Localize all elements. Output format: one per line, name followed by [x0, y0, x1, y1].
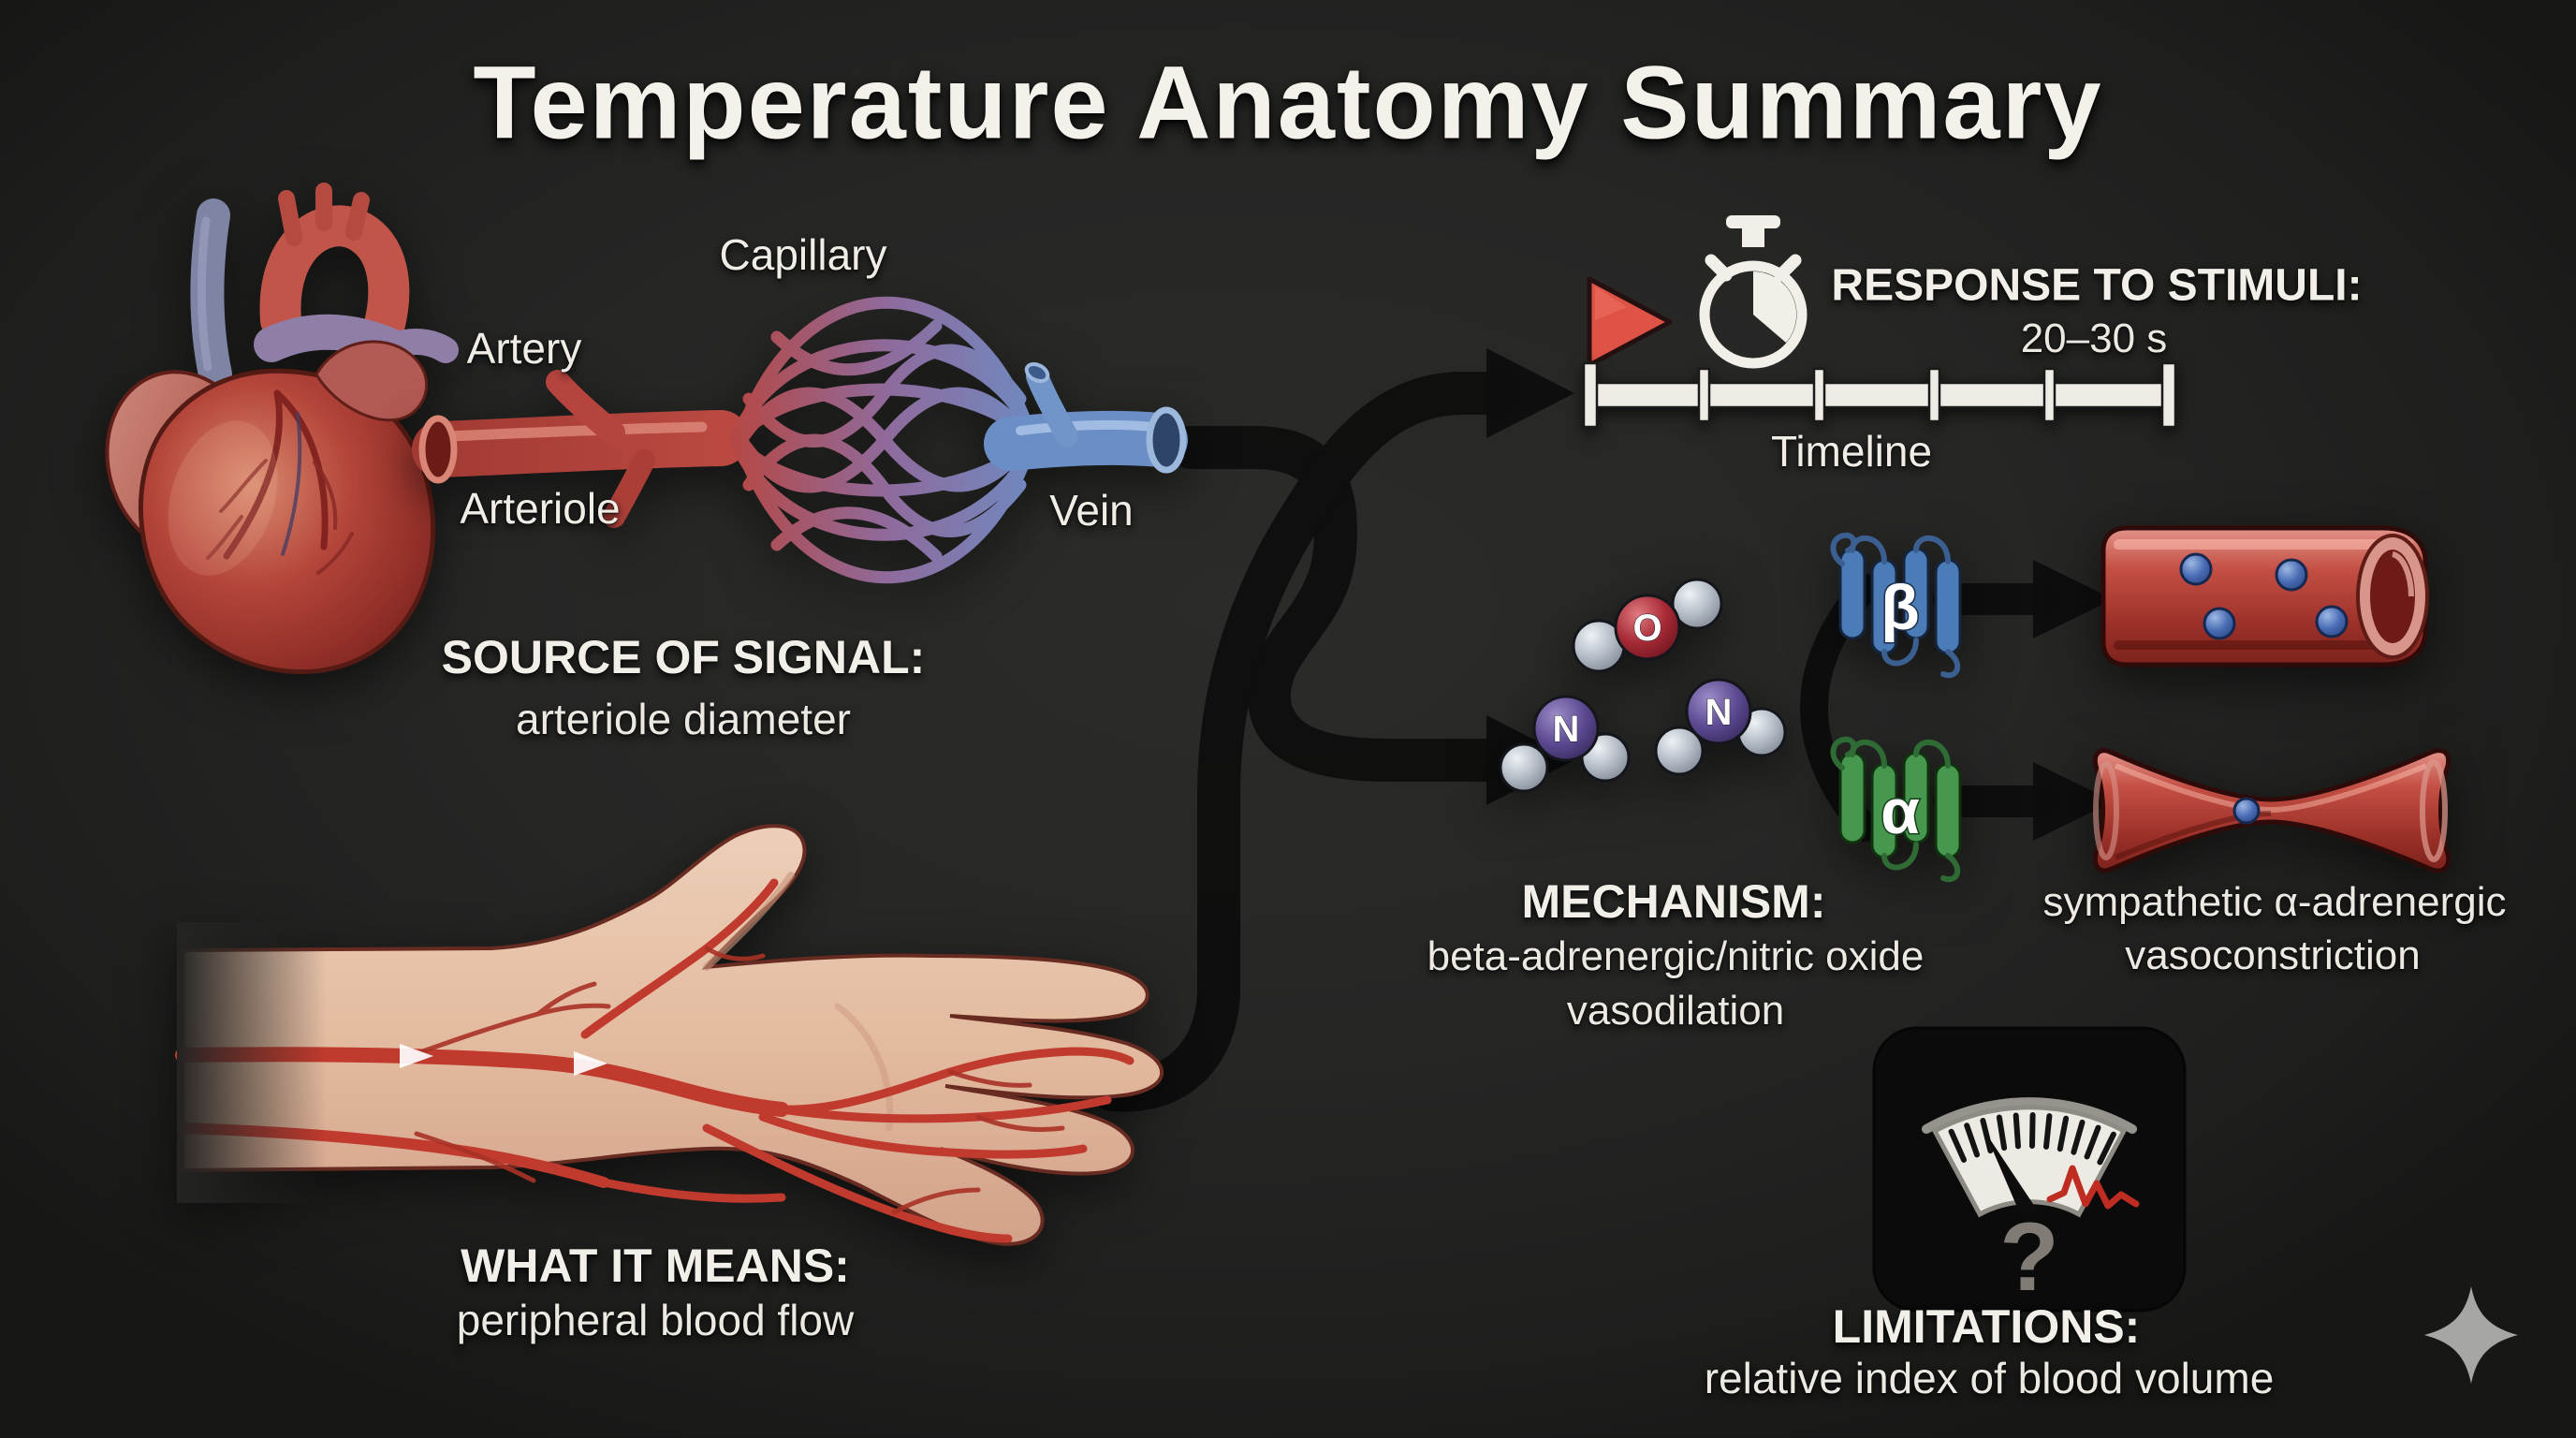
mechanism-line2: vasodilation [1566, 988, 1785, 1034]
response-duration: 20–30 s [2020, 315, 2168, 361]
vasoconstriction-line1: sympathetic α-adrenergic [2042, 879, 2507, 925]
mechanism-heading: MECHANISM: [1521, 875, 1826, 928]
beta-receptor-symbol: β [1881, 572, 1920, 643]
gauge-icon: ? [1872, 1026, 2187, 1313]
vessel-network-illustration [412, 296, 1188, 584]
arrow-hand-to-timeline [1090, 372, 1519, 1112]
oxygen-atom-symbol: O [1632, 608, 1661, 649]
question-mark: ? [1999, 1203, 2059, 1312]
hand-illustration [175, 824, 1164, 1246]
source-of-signal-heading: SOURCE OF SIGNAL: [441, 631, 926, 683]
arrowhead [2033, 560, 2114, 638]
dilated-vessel-icon [2100, 525, 2429, 668]
alpha-receptor-symbol: α [1881, 776, 1920, 847]
stopwatch-icon [1699, 215, 1808, 369]
response-heading: RESPONSE TO STIMULI: [1831, 260, 2363, 311]
arteriole-label: Arteriole [460, 484, 621, 533]
sparkle-icon [2424, 1286, 2518, 1384]
vein-label: Vein [1049, 486, 1134, 535]
source-of-signal-description: arteriole diameter [516, 695, 851, 743]
timeline-ruler [1582, 361, 2177, 429]
what-it-means-description: peripheral blood flow [456, 1296, 855, 1344]
alpha-receptor-icon: α [1830, 736, 1962, 883]
mechanism-line1: beta-adrenergic/nitric oxide [1427, 933, 1925, 979]
constricted-vessel-icon [2092, 748, 2452, 873]
play-icon [1587, 276, 1673, 368]
capillary-label: Capillary [719, 230, 887, 279]
artery-label: Artery [466, 324, 582, 373]
vasoconstriction-line2: vasoconstriction [2125, 932, 2421, 978]
what-it-means-heading: WHAT IT MEANS: [461, 1240, 850, 1292]
page-title: Temperature Anatomy Summary [473, 45, 2103, 161]
heart-illustration [105, 183, 459, 675]
nitric-oxide-molecules: O N N [1499, 578, 1787, 793]
timeline-label: Timeline [1770, 427, 1933, 476]
limitations-heading: LIMITATIONS: [1832, 1300, 2141, 1353]
nitrogen-atom-symbol: N [1705, 692, 1733, 733]
limitations-description: relative index of blood volume [1704, 1354, 2275, 1402]
arrowhead [2033, 762, 2114, 841]
nitrogen-atom-symbol: N [1553, 709, 1580, 750]
arrowhead [1486, 348, 1574, 438]
beta-receptor-icon: β [1830, 532, 1962, 679]
